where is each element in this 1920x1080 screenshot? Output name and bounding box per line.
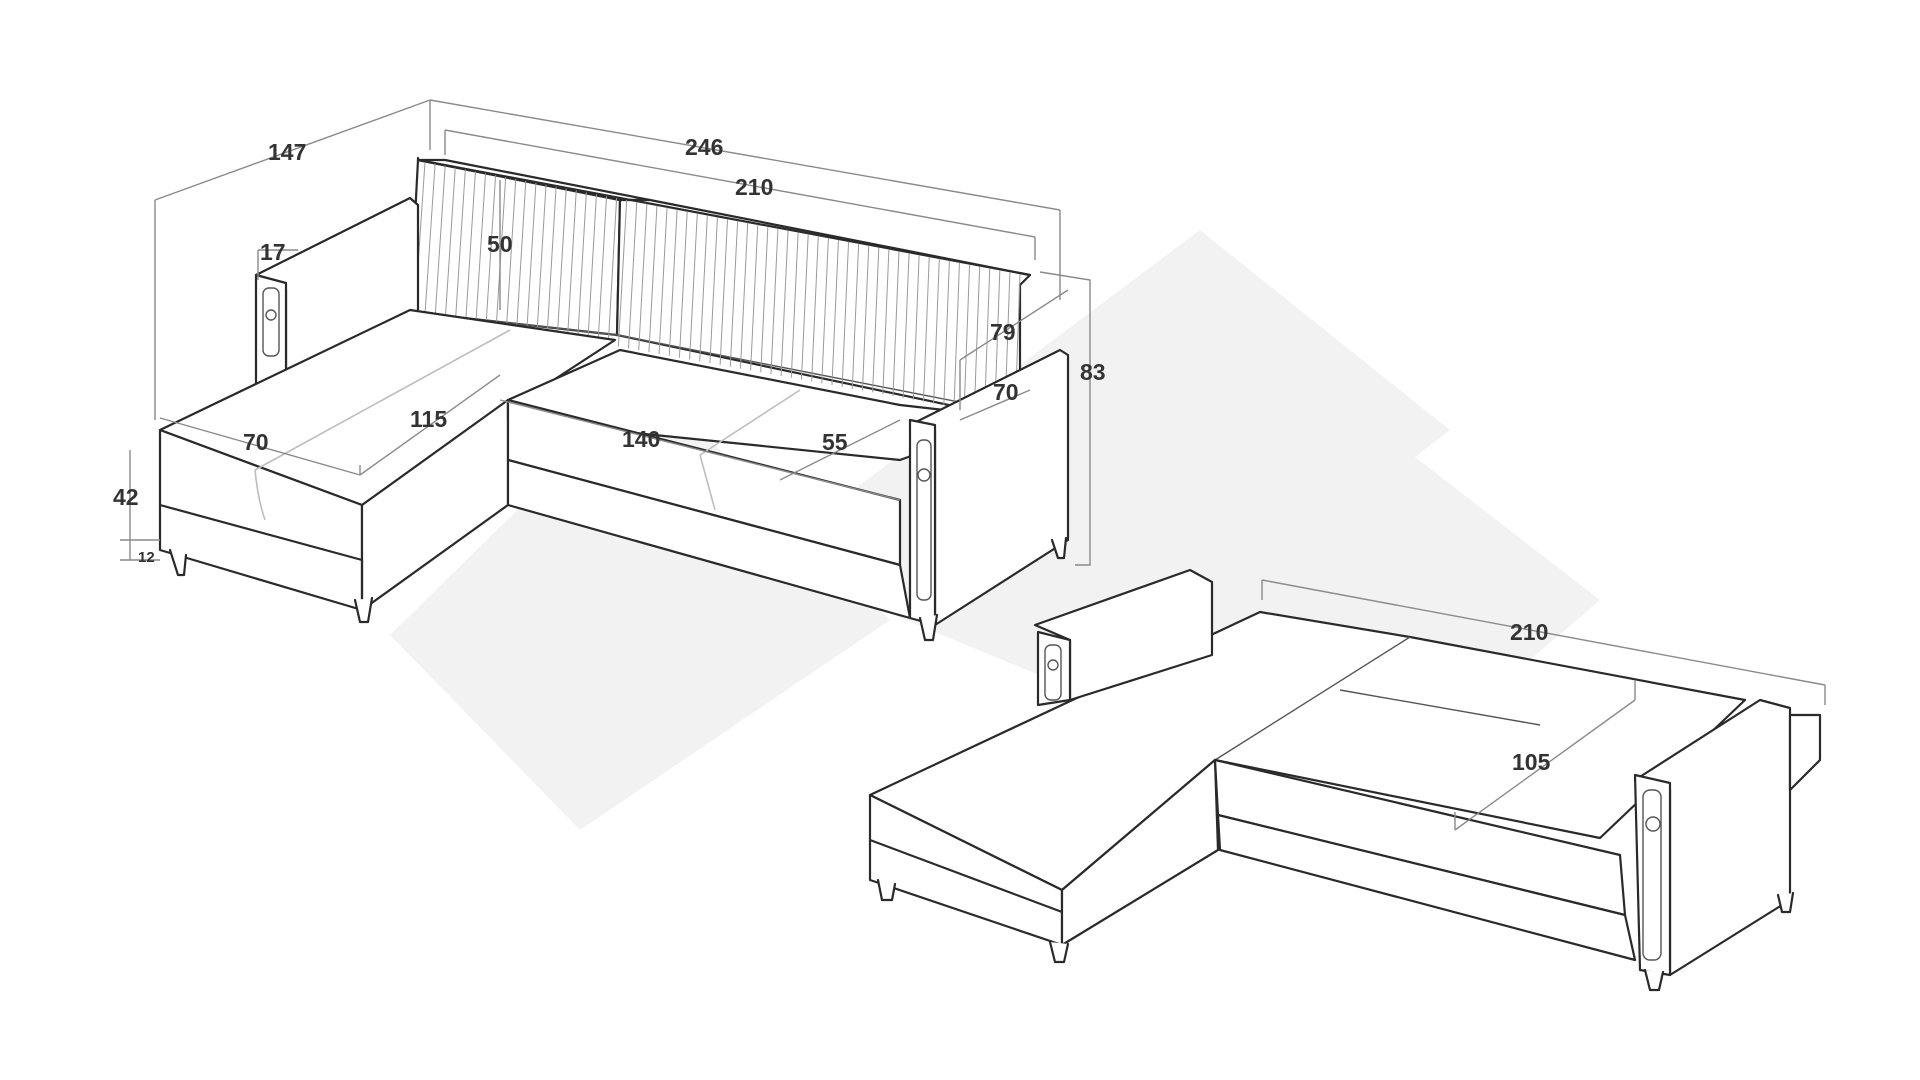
backrest-rib: [729, 220, 739, 367]
backrest-rib: [892, 251, 900, 397]
backrest-rib: [516, 180, 527, 329]
leg: [353, 596, 374, 624]
backrest-rib: [678, 211, 688, 358]
backrest-rib: [506, 179, 517, 327]
backrest-rib: [556, 188, 567, 336]
backrest-rib: [445, 167, 456, 316]
label-arm-width: 17: [260, 239, 286, 265]
leg: [1050, 536, 1068, 560]
label-chaise-width: 70: [243, 429, 269, 455]
left-armrest-knob: [265, 309, 277, 321]
backrest-rib: [973, 266, 981, 411]
bed-left-armrest-front: [1036, 630, 1072, 707]
backrest-rib: [658, 207, 668, 354]
backrest-rib: [851, 243, 860, 389]
backrest-rib: [760, 226, 769, 373]
leg: [1643, 968, 1665, 992]
backrest-rib: [770, 228, 779, 375]
backrest-rib: [495, 177, 507, 325]
leg: [168, 548, 188, 577]
backrest-rib: [577, 192, 587, 340]
sofa-assembled: [158, 156, 1070, 642]
backrest-rib: [689, 213, 698, 360]
backrest-rib: [750, 224, 759, 371]
right-armrest-panel: [916, 439, 932, 601]
dimension-labels: 147 246 210 50 17 79 83 70 70 115 140 55…: [113, 134, 1551, 775]
backrest-rib: [709, 217, 718, 364]
backrest-rib: [780, 230, 789, 376]
bed-right-armrest-panel: [1642, 789, 1662, 961]
backrest-rib: [719, 218, 729, 365]
backrest-rib: [922, 256, 930, 402]
backrest-rib: [424, 163, 436, 312]
backrest-rib: [943, 260, 950, 406]
backrest-rib: [953, 262, 960, 408]
backrest-rib: [912, 254, 920, 400]
backrest-rib: [699, 215, 708, 362]
backrest-rib: [434, 165, 446, 314]
label-arm-depth: 70: [993, 379, 1019, 405]
right-armrest-knob: [917, 468, 931, 482]
backrest-rib: [902, 253, 910, 398]
backrest-rib: [668, 209, 678, 356]
backrest-rib: [963, 264, 971, 409]
bed-chaise-side: [1060, 758, 1220, 947]
left-armrest-panel: [262, 287, 280, 357]
label-chaise-length: 115: [410, 406, 447, 432]
label-leg-height: 12: [138, 549, 155, 566]
backrest-rib: [790, 232, 799, 378]
backrest-rib: [617, 199, 628, 347]
leg: [876, 878, 897, 902]
label-total-depth: 147: [268, 139, 306, 165]
backrest-rib: [628, 201, 638, 349]
backrest-rib: [475, 173, 487, 322]
backrest-rib: [638, 203, 648, 351]
bed-left-armrest-panel: [1044, 644, 1062, 701]
backrest-rib: [800, 234, 809, 380]
label-seat-length: 140: [622, 426, 660, 452]
sofa-bed-extended: [868, 568, 1826, 992]
backrest-rib: [831, 239, 839, 386]
bed-back-cushion: [1788, 713, 1822, 792]
backrest-rib: [587, 194, 597, 342]
label-bed-depth: 105: [1512, 749, 1551, 775]
backrest-rib: [872, 247, 880, 393]
leg: [1776, 891, 1795, 914]
leg: [918, 613, 939, 642]
label-total-height: 83: [1080, 359, 1106, 385]
bed-left-armrest-knob: [1047, 659, 1059, 671]
backrest-rib: [597, 196, 608, 343]
label-backrest-depth: 79: [990, 319, 1016, 345]
backrest-rib: [567, 190, 577, 338]
backrest-rib: [526, 182, 537, 331]
backrest-rib: [455, 169, 466, 318]
dimension-lines: [120, 99, 1091, 566]
backrest-rib: [648, 205, 658, 353]
backrest-rib: [546, 186, 557, 334]
backrest-rib: [841, 241, 850, 387]
backrest-rib: [821, 237, 829, 384]
label-inner-width: 210: [735, 174, 773, 200]
backrest-rib: [607, 198, 618, 345]
left-armrest-front: [254, 273, 288, 387]
backrest-rib: [536, 184, 547, 332]
leg: [1048, 940, 1070, 964]
backrest-rib: [485, 175, 497, 323]
backrest-rib: [739, 222, 749, 369]
label-seat-depth: 55: [822, 429, 848, 455]
backrest-rib: [933, 258, 940, 404]
label-seat-height: 42: [113, 484, 139, 510]
label-back-height: 50: [487, 231, 513, 257]
backrest-rib: [811, 236, 819, 382]
label-bed-width: 210: [1510, 619, 1548, 645]
backrest-rib: [861, 245, 870, 391]
bed-base: [1216, 813, 1637, 962]
label-total-width: 246: [685, 134, 723, 160]
bed-right-armrest-knob: [1645, 816, 1661, 832]
backrest-rib: [465, 171, 476, 320]
backrest-rib: [882, 249, 890, 395]
bed-right-armrest-front: [1633, 773, 1672, 977]
